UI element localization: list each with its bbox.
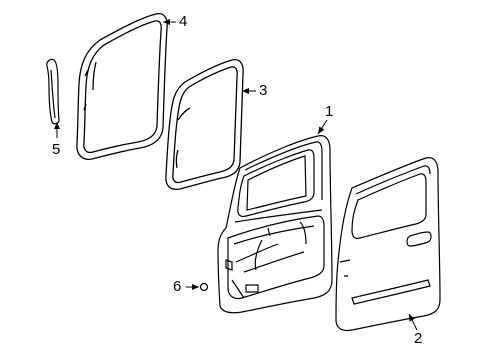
part-5-seal-strip	[46, 58, 60, 125]
part-2-door-outer-shell	[335, 157, 441, 332]
callout-1: 1	[325, 103, 334, 120]
part-4-weatherstrip	[76, 12, 168, 160]
callout-4: 4	[179, 13, 188, 30]
part-6-clip	[199, 282, 209, 292]
leader-lines	[54, 19, 418, 331]
callout-5: 5	[52, 141, 61, 158]
leader-2	[408, 313, 418, 331]
callout-2: 2	[414, 330, 423, 347]
part-1-door-inner-panel	[217, 135, 333, 314]
callout-6: 6	[173, 278, 182, 295]
leader-1	[317, 119, 328, 135]
part-3-weatherstrip	[165, 58, 244, 191]
callout-3: 3	[259, 82, 268, 99]
